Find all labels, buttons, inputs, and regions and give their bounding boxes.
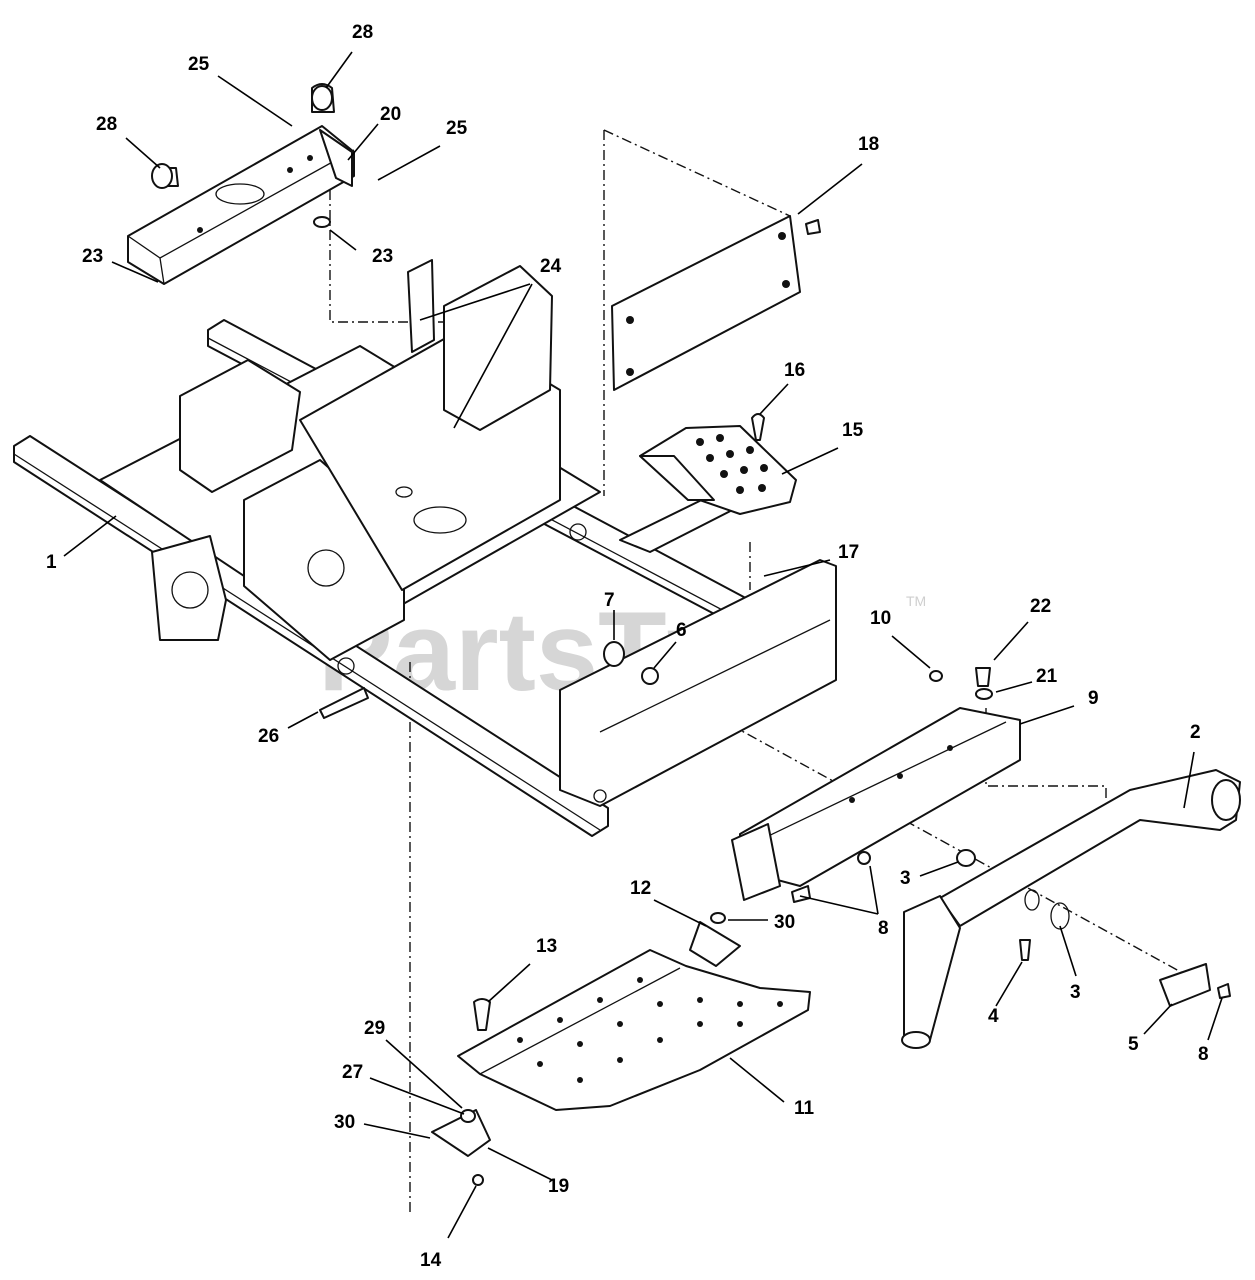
callout-22: 22 xyxy=(1030,596,1051,617)
callout-3-lower: 3 xyxy=(1070,982,1081,1003)
callout-18: 18 xyxy=(858,134,879,155)
assembly-lines xyxy=(329,129,1211,1216)
callout-21: 21 xyxy=(1036,666,1058,687)
callout-30-upper: 30 xyxy=(774,912,795,933)
callout-3-upper: 3 xyxy=(900,868,911,889)
watermark-trademark: TM xyxy=(906,593,926,609)
callout-8-right: 8 xyxy=(1198,1044,1209,1065)
fender-plate xyxy=(611,215,801,391)
leader-lines xyxy=(63,51,1223,1239)
main-frame xyxy=(13,259,837,837)
callout-23-right: 23 xyxy=(372,246,393,267)
callout-6: 6 xyxy=(676,620,687,641)
callout-25-right: 25 xyxy=(446,118,468,139)
callout-23-left: 23 xyxy=(82,246,103,267)
callout-7: 7 xyxy=(604,590,615,611)
front-axle xyxy=(901,769,1241,1049)
callout-1: 1 xyxy=(46,552,57,573)
callout-12: 12 xyxy=(630,878,651,899)
callout-27: 27 xyxy=(342,1062,363,1083)
callout-15: 15 xyxy=(842,420,864,441)
callout-25-left: 25 xyxy=(188,54,210,75)
foot-plate xyxy=(457,949,811,1111)
callouts: 28 25 20 28 25 23 23 24 18 16 15 1 17 7 … xyxy=(46,22,1209,1271)
callout-10: 10 xyxy=(870,608,891,629)
callout-17: 17 xyxy=(838,542,859,563)
callout-16: 16 xyxy=(784,360,805,381)
callout-28-left: 28 xyxy=(96,114,117,135)
callout-9: 9 xyxy=(1088,688,1099,709)
callout-26: 26 xyxy=(258,726,279,747)
callout-28-top: 28 xyxy=(352,22,373,43)
callout-2: 2 xyxy=(1190,722,1201,743)
callout-8-center: 8 xyxy=(878,918,889,939)
callout-4: 4 xyxy=(988,1006,999,1027)
callout-24: 24 xyxy=(540,256,562,277)
callout-14: 14 xyxy=(420,1250,442,1271)
foot-rest xyxy=(639,425,797,515)
callout-19: 19 xyxy=(548,1176,569,1197)
callout-5: 5 xyxy=(1128,1034,1139,1055)
callout-30-lower: 30 xyxy=(334,1112,355,1133)
floor-pan xyxy=(731,707,1021,901)
callout-20: 20 xyxy=(380,104,401,125)
callout-11: 11 xyxy=(794,1098,815,1119)
small-parts xyxy=(151,85,1231,1186)
callout-29: 29 xyxy=(364,1018,385,1039)
callout-13: 13 xyxy=(536,936,557,957)
